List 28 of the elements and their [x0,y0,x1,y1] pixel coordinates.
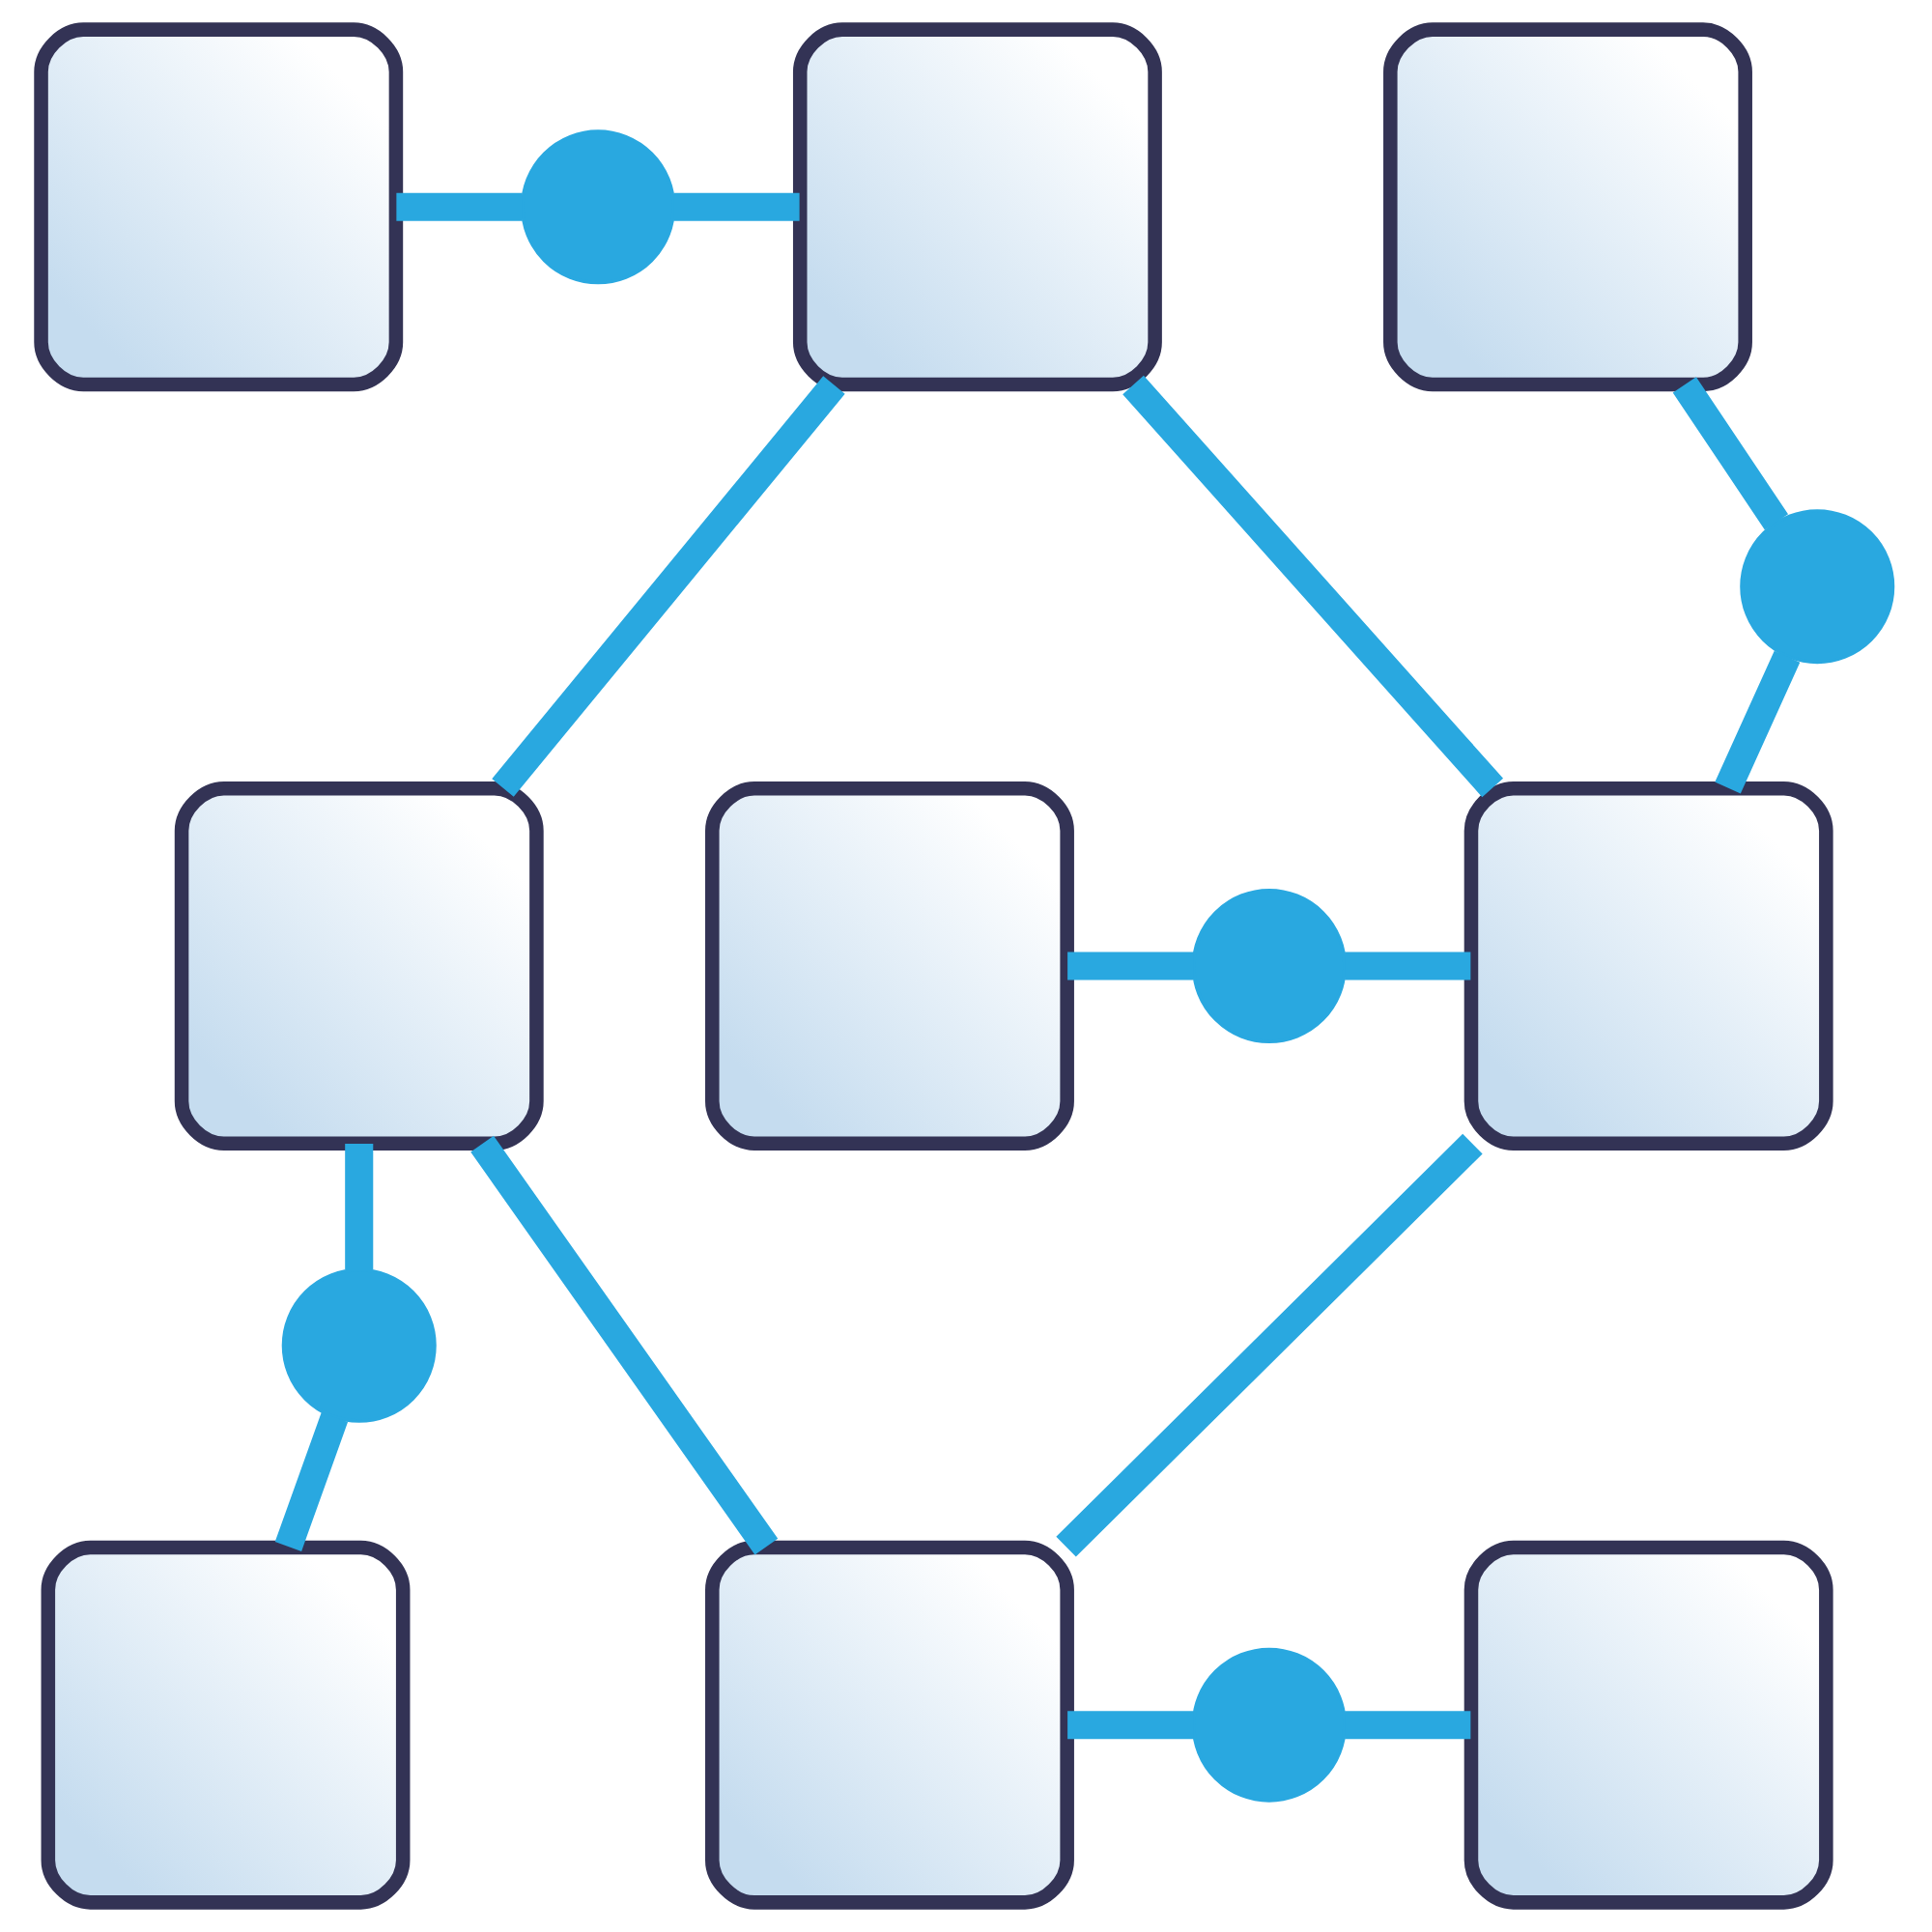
node-circle [1190,888,1346,1043]
node-circle [520,129,675,285]
connector [1344,1711,1470,1740]
node-box [791,22,1161,392]
node-box [704,781,1073,1151]
connector [1344,952,1470,980]
connector [491,376,844,797]
node-box [173,781,543,1151]
node-box [40,1540,410,1910]
node-box [33,22,403,392]
connector [273,1412,348,1551]
connector [344,1144,373,1269]
connector [395,192,522,221]
node-circle [280,1267,436,1423]
node-circle [1739,509,1894,665]
node-box [1463,781,1833,1151]
connector [1066,952,1193,980]
connector [1714,650,1800,794]
connector [1122,375,1503,798]
connector [672,192,799,221]
connector [1066,1711,1193,1740]
node-box [1382,22,1751,392]
node-circle [1190,1647,1346,1803]
node-box [1463,1540,1833,1910]
connector [1671,377,1788,530]
connector [1055,1133,1482,1557]
connector [469,1135,778,1555]
node-box [704,1540,1073,1910]
